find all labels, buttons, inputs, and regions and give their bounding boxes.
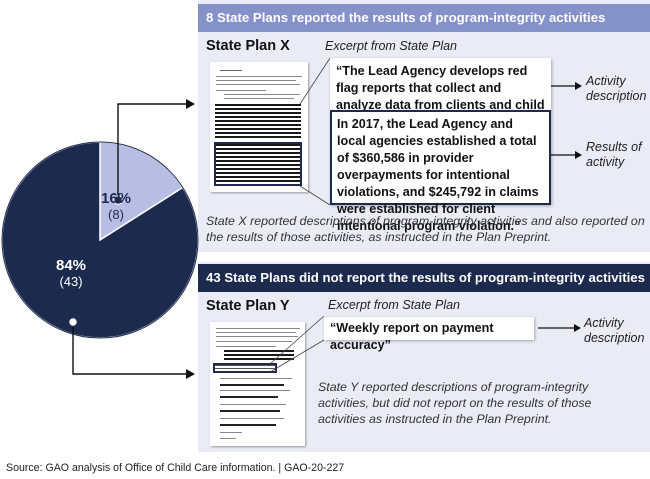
plan-x-note-activity: Activity description	[586, 74, 647, 103]
plan-x-summary: State X reported descriptions of program…	[206, 214, 645, 244]
slice-small-marker	[113, 195, 123, 205]
connector-bottom-arrowhead	[186, 369, 195, 379]
plan-y-title: State Plan Y	[206, 298, 290, 314]
plan-x-excerpt-label: Excerpt from State Plan	[325, 39, 458, 53]
plan-x-highlight-lines	[215, 104, 301, 138]
slice-large-label: 84% (43)	[48, 257, 94, 289]
connector-top	[117, 103, 186, 200]
plan-y-excerpt-label: Excerpt from State Plan	[328, 298, 461, 312]
plan-x-title: State Plan X	[206, 38, 290, 54]
slice-small-percent: 16%	[100, 190, 132, 207]
plan-x-quote-results: In 2017, the Lead Agency and local agenc…	[330, 110, 551, 233]
connector-top-arrowhead	[186, 99, 195, 109]
plan-y-quote-activity: “Weekly report on payment accuracy”	[324, 317, 534, 352]
source-note: Source: GAO analysis of Office of Child …	[6, 462, 345, 474]
slice-large-marker	[68, 317, 78, 327]
slice-small-label: 16% (8)	[96, 190, 136, 222]
slice-large-count: (43)	[59, 274, 83, 289]
plan-x-document-thumbnail	[210, 62, 308, 192]
top-banner: 8 State Plans reported the results of pr…	[198, 4, 650, 32]
plan-y-document-thumbnail	[210, 322, 305, 446]
plan-y-summary: State Y reported descriptions of program…	[318, 380, 592, 426]
pie-group	[1, 141, 199, 339]
plan-y-note-activity: Activity description	[584, 316, 645, 345]
slice-large-percent: 84%	[55, 257, 87, 274]
pie-outline	[1, 141, 199, 339]
plan-x-results-highlight	[214, 142, 302, 186]
bottom-banner: 43 State Plans did not report the result…	[198, 264, 650, 292]
slice-small-count: (8)	[108, 207, 124, 222]
plan-x-note-results: Results of activity	[586, 140, 642, 169]
connector-bottom	[72, 322, 186, 375]
